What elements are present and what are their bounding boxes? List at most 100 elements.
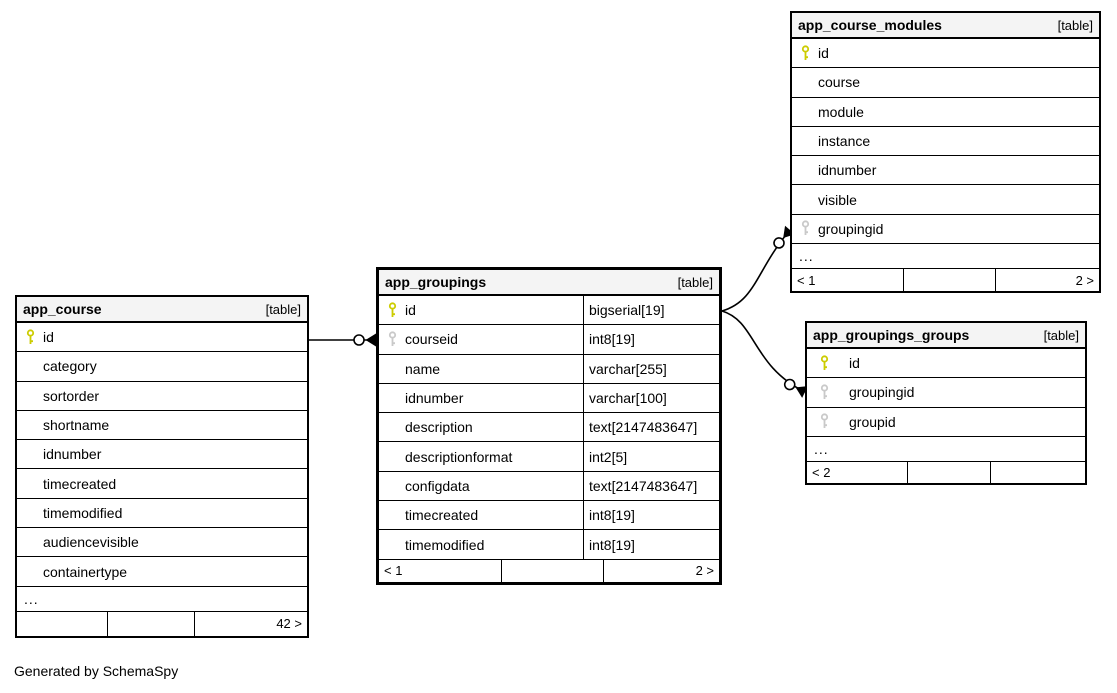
footer-cell: < 2: [812, 464, 831, 480]
column-row-id: id: [807, 349, 1085, 379]
column-row-course: course: [792, 68, 1099, 98]
column-type: text[2147483647]: [583, 413, 719, 442]
column-row-instance: instance: [792, 126, 1099, 157]
table-type-tag: [table]: [1057, 17, 1093, 33]
column-row-groupingid: groupingid: [792, 214, 1099, 245]
relationship-line-groupings-groupings-groups: [721, 310, 808, 398]
column-name: module: [818, 103, 864, 120]
table-header-app-course-modules[interactable]: app_course_modules [table]: [792, 13, 1099, 39]
column-name: description: [405, 419, 473, 436]
column-name: category: [43, 358, 97, 375]
column-type: text[2147483647]: [583, 471, 719, 501]
column-name: instance: [818, 133, 871, 150]
column-row-courseid: courseid int8[19]: [379, 325, 719, 355]
more-columns-ellipsis: ...: [807, 436, 1085, 462]
column-row-timemodified: timemodified int8[19]: [379, 530, 719, 560]
column-name: configdata: [405, 477, 470, 494]
column-name: groupid: [849, 413, 896, 430]
primary-key-icon: [17, 329, 43, 346]
table-header-app-groupings-groups[interactable]: app_groupings_groups [table]: [807, 323, 1085, 349]
column-row-groupingid: groupingid: [807, 378, 1085, 408]
table-header-app-course[interactable]: app_course [table]: [17, 297, 307, 323]
foreign-key-icon: [379, 331, 405, 348]
column-name: course: [818, 74, 861, 91]
column-name: id: [43, 329, 54, 346]
column-name: containertype: [43, 563, 128, 580]
column-type: bigserial[19]: [583, 296, 719, 325]
footer-cell: [902, 269, 995, 291]
column-row-configdata: configdata text[2147483647]: [379, 471, 719, 502]
footer-cell: [990, 461, 1085, 483]
column-row-sortorder: sortorder: [17, 381, 307, 411]
column-name: groupingid: [849, 384, 915, 401]
footer-cell: < 1: [384, 563, 403, 579]
column-type: int8[19]: [583, 501, 719, 530]
column-name: groupingid: [818, 220, 884, 237]
table-footer: 42 >: [17, 611, 307, 636]
footer-cell: < 1: [797, 272, 816, 288]
column-row-timecreated: timecreated: [17, 469, 307, 499]
table-title: app_groupings_groups: [813, 327, 970, 343]
column-row-audiencevisible: audiencevisible: [17, 528, 307, 558]
table-columns: id course module instance idnumber visible gro…: [792, 39, 1099, 270]
table-app-groupings-groups: app_groupings_groups [table] id groupingi…: [805, 321, 1087, 485]
more-columns-ellipsis: ...: [17, 586, 307, 612]
column-name: timecreated: [405, 507, 479, 524]
column-type: int2[5]: [583, 442, 719, 471]
table-columns: id category sortorder shortname idnumber time…: [17, 323, 307, 612]
table-app-course: app_course [table] id category sortorder sh…: [15, 295, 309, 638]
table-title: app_course: [23, 301, 102, 317]
column-row-description: description text[2147483647]: [379, 413, 719, 443]
column-name: idnumber: [818, 162, 877, 179]
column-row-category: category: [17, 352, 307, 382]
column-type: varchar[100]: [583, 383, 719, 413]
column-row-containertype: containertype: [17, 557, 307, 587]
primary-key-icon: [379, 302, 405, 319]
column-name: idnumber: [43, 446, 102, 463]
more-columns-ellipsis: ...: [792, 244, 1099, 270]
column-name: id: [405, 302, 416, 319]
column-type: varchar[255]: [583, 354, 719, 383]
table-columns: id groupingid groupid...: [807, 349, 1085, 462]
column-row-id: id: [792, 39, 1099, 69]
column-row-module: module: [792, 97, 1099, 127]
table-title: app_groupings: [385, 274, 487, 290]
column-name: name: [405, 360, 441, 377]
column-name: descriptionformat: [405, 448, 513, 465]
column-type: int8[19]: [583, 530, 719, 559]
column-row-groupid: groupid: [807, 407, 1085, 437]
column-row-id: id bigserial[19]: [379, 296, 719, 326]
table-header-app-groupings[interactable]: app_groupings [table]: [379, 270, 719, 296]
table-type-tag: [table]: [1043, 327, 1079, 343]
primary-key-icon: [807, 355, 841, 372]
footer-cell: [501, 559, 603, 582]
column-name: timemodified: [405, 536, 485, 553]
table-title: app_course_modules: [798, 17, 942, 33]
column-row-idnumber: idnumber: [17, 440, 307, 470]
column-row-shortname: shortname: [17, 410, 307, 441]
column-row-visible: visible: [792, 185, 1099, 215]
column-name: idnumber: [405, 390, 464, 407]
footer-cell: [907, 461, 990, 483]
column-row-timecreated: timecreated int8[19]: [379, 501, 719, 531]
relationship-line-groupings-course-modules: [721, 225, 795, 312]
table-type-tag: [table]: [677, 274, 713, 290]
column-name: timecreated: [43, 475, 117, 492]
column-name: courseid: [405, 331, 458, 348]
footer-cell: 42 >: [193, 611, 307, 636]
column-row-id: id: [17, 323, 307, 353]
column-row-descriptionformat: descriptionformat int2[5]: [379, 442, 719, 472]
column-name: sortorder: [43, 387, 100, 404]
table-columns: id bigserial[19] courseid int8[19] name varch…: [379, 296, 719, 560]
footer-cell: [17, 612, 107, 636]
column-name: timemodified: [43, 504, 123, 521]
column-row-timemodified: timemodified: [17, 498, 307, 529]
column-row-name: name varchar[255]: [379, 354, 719, 384]
primary-key-icon: [792, 45, 818, 62]
column-row-idnumber: idnumber: [792, 156, 1099, 186]
column-type: int8[19]: [583, 325, 719, 354]
